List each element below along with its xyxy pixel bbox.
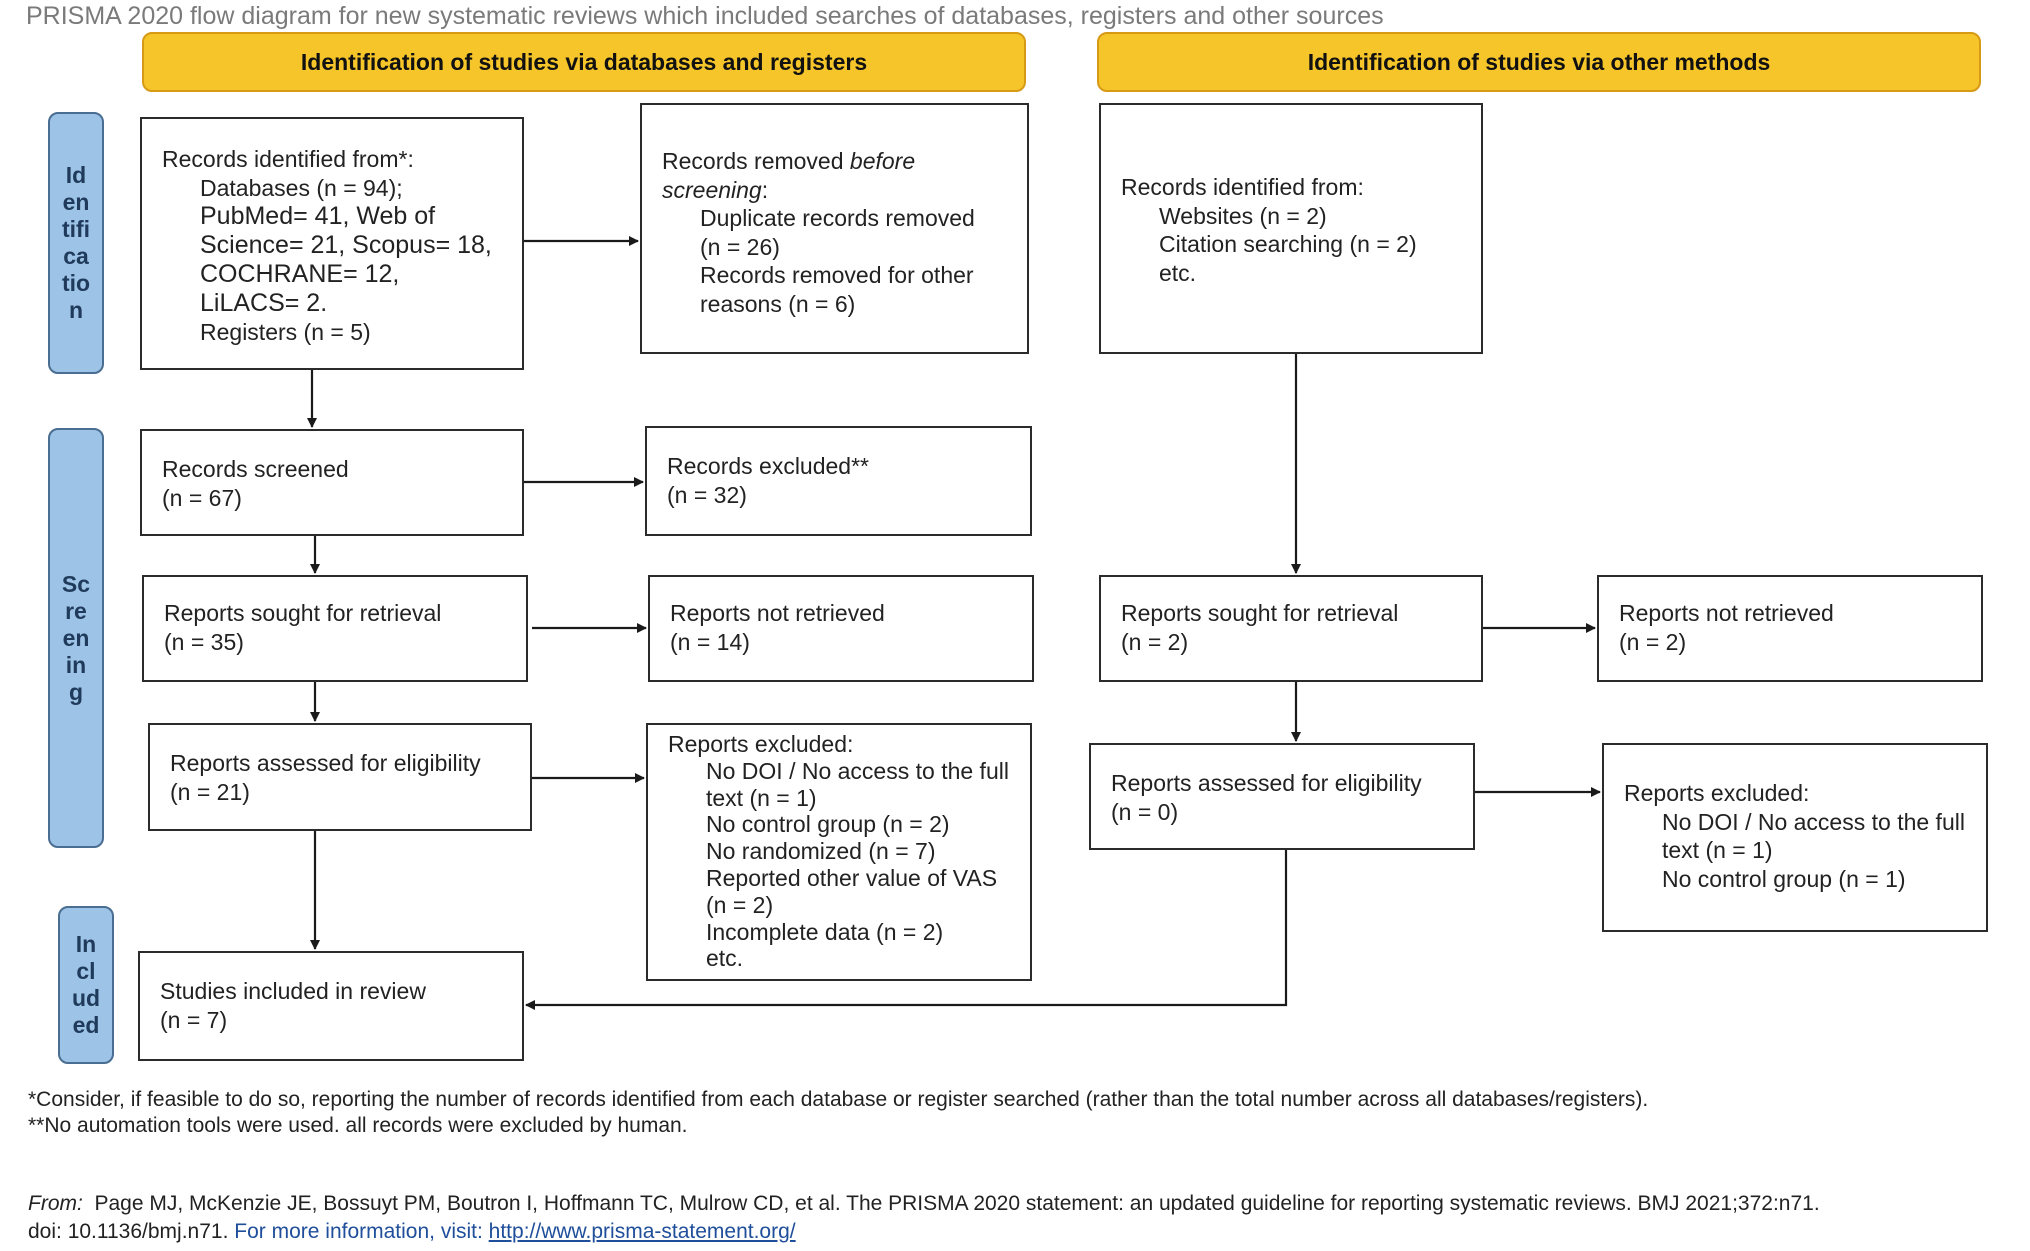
text-line: text (n = 1) [706, 784, 817, 811]
footnote-2: **No automation tools were used. all rec… [28, 1114, 688, 1137]
text-line: No control group (n = 2) [706, 811, 950, 838]
text-line: PubMed= 41, Web of [200, 202, 436, 230]
text-line: (n = 14) [670, 628, 750, 655]
citation-text: Page MJ, McKenzie JE, Bossuyt PM, Boutro… [82, 1192, 1820, 1215]
text-line: Duplicate records removed [700, 205, 975, 231]
text-line: (n = 67) [162, 484, 242, 511]
header-databases-registers: Identification of studies via databases … [142, 32, 1026, 92]
diagram-title: PRISMA 2020 flow diagram for new systema… [26, 2, 1384, 30]
text-line: Databases (n = 94); [200, 174, 403, 201]
text-line: No DOI / No access to the full [706, 757, 1009, 784]
phase-included: In cl ud ed [58, 906, 114, 1064]
text-run-italic: before [849, 148, 916, 174]
text-line: Reports not retrieved [1619, 600, 1834, 626]
text-line: Reports sought for retrieval [164, 600, 442, 626]
text-line: (n = 2) [1121, 628, 1189, 655]
box-studies-included: Studies included in review (n = 7) [138, 951, 524, 1061]
box-reports-assessed: Reports assessed for eligibility (n = 21… [148, 723, 532, 831]
text-line: COCHRANE= 12, [200, 260, 400, 288]
box-records-screened: Records screened (n = 67) [140, 429, 524, 536]
text-line: Studies included in review [160, 978, 426, 1004]
text-line: (n = 2) [1619, 628, 1687, 655]
text-line: LiLACS= 2. [200, 289, 328, 317]
text-line: (n = 0) [1111, 798, 1179, 825]
box-other-reports-sought: Reports sought for retrieval (n = 2) [1099, 575, 1483, 682]
text-line: Reports sought for retrieval [1121, 600, 1399, 626]
text-line: (n = 7) [160, 1006, 228, 1033]
text-line: No control group (n = 1) [1662, 865, 1906, 892]
text-line: (n = 21) [170, 778, 250, 805]
text-line: (n = 26) [700, 233, 780, 260]
text-run: Records removed [662, 148, 850, 174]
text-line: Records identified from: [1121, 174, 1364, 200]
text-line: Records screened [162, 456, 349, 482]
text-line: Incomplete data (n = 2) [706, 918, 944, 945]
text-line: Records removed before [662, 147, 1011, 176]
text-line: Reports excluded: [668, 731, 854, 757]
text-run: : [761, 176, 769, 203]
text-line: Records identified from*: [162, 146, 414, 172]
box-records-removed: Records removed before screening: Duplic… [640, 103, 1029, 354]
citation-line-2: doi: 10.1136/bmj.n71. For more informati… [28, 1220, 796, 1244]
box-records-excluded: Records excluded** (n = 32) [645, 426, 1032, 536]
text-line: reasons (n = 6) [700, 290, 856, 317]
citation-from-label: From: [28, 1192, 83, 1215]
text-line: Reported other value of VAS [706, 864, 998, 891]
phase-screening: Sc re en in g [48, 428, 104, 848]
box-reports-excluded: Reports excluded: No DOI / No access to … [646, 723, 1032, 981]
text-line: etc. [706, 945, 744, 972]
header-other-methods: Identification of studies via other meth… [1097, 32, 1981, 92]
text-line: No DOI / No access to the full [1662, 808, 1965, 835]
text-line: Records removed for other [700, 262, 974, 288]
text-line: Reports not retrieved [670, 600, 885, 626]
text-line: No randomized (n = 7) [706, 838, 936, 865]
box-other-reports-assessed: Reports assessed for eligibility (n = 0) [1089, 743, 1475, 850]
box-other-records-identified: Records identified from: Websites (n = 2… [1099, 103, 1483, 354]
phase-identification: Id en tifi ca tio n [48, 112, 104, 374]
text-line: text (n = 1) [1662, 837, 1773, 863]
box-other-reports-not-retrieved: Reports not retrieved (n = 2) [1597, 575, 1983, 682]
arrow-other-assessed-to-included [525, 850, 1288, 1010]
citation-line-1: From: Page MJ, McKenzie JE, Bossuyt PM, … [28, 1192, 1820, 1216]
box-reports-not-retrieved: Reports not retrieved (n = 14) [648, 575, 1034, 682]
text-line: Registers (n = 5) [200, 319, 371, 345]
text-line: Reports assessed for eligibility [1111, 770, 1422, 796]
text-line: (n = 35) [164, 628, 244, 655]
footnote-1: *Consider, if feasible to do so, reporti… [28, 1088, 1649, 1111]
box-records-identified: Records identified from*: Databases (n =… [140, 117, 524, 370]
text-line: etc. [1159, 259, 1197, 286]
text-line: Reports excluded: [1624, 780, 1810, 806]
box-other-reports-excluded: Reports excluded: No DOI / No access to … [1602, 743, 1988, 932]
text-line: (n = 32) [667, 481, 747, 508]
text-line: Records excluded** [667, 453, 870, 479]
text-line: Websites (n = 2) [1159, 202, 1327, 229]
text-line: Science= 21, Scopus= 18, [200, 231, 492, 259]
text-line: screening: [662, 176, 1011, 205]
citation-more-info: For more information, visit: [234, 1220, 489, 1243]
prisma-website-link[interactable]: http://www.prisma-statement.org/ [488, 1220, 796, 1243]
citation-doi: doi: 10.1136/bmj.n71. [28, 1220, 235, 1243]
text-line: Citation searching (n = 2) [1159, 231, 1417, 257]
box-reports-sought: Reports sought for retrieval (n = 35) [142, 575, 528, 682]
text-run-italic: screening [662, 176, 762, 203]
text-line: Reports assessed for eligibility [170, 750, 481, 776]
text-line: (n = 2) [706, 891, 774, 918]
